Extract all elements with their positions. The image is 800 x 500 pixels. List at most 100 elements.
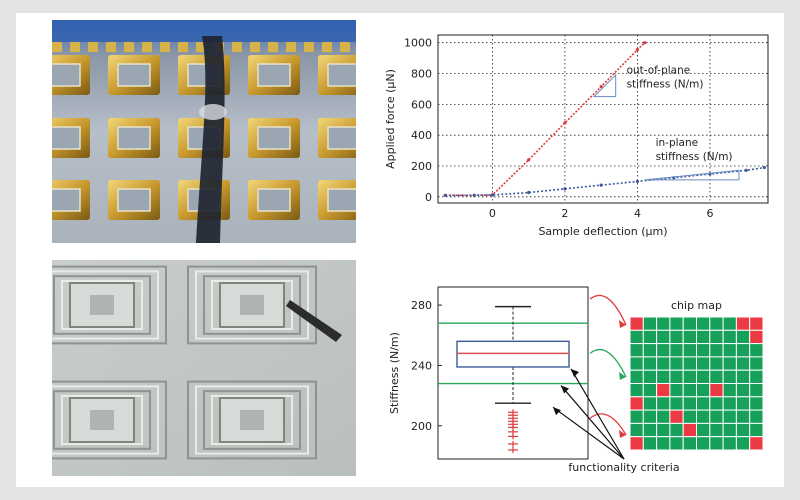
chip-cell-pass: [656, 316, 671, 331]
chip-cell-pass: [682, 356, 698, 371]
plot-frame: [437, 34, 769, 204]
chip-cell-pass: [749, 369, 764, 384]
mass-center: [90, 410, 114, 430]
chip-cell-pass: [629, 343, 644, 358]
spring-structures-image: [52, 260, 356, 476]
cantilever-window: [327, 126, 356, 150]
series-point-in-plane: [762, 165, 766, 170]
chip-cell-pass: [696, 356, 711, 371]
chip-cell-pass: [656, 422, 671, 438]
chip-cell-pass: [722, 343, 737, 358]
spring-trace: [53, 275, 151, 335]
spring-trace: [211, 395, 293, 445]
chip-cell-pass: [722, 356, 737, 371]
chip-cell-fail: [749, 329, 764, 345]
chip-cell-fail: [735, 316, 751, 331]
chip-cell-pass: [682, 436, 698, 451]
mass-center: [90, 295, 114, 315]
chip-cell-pass: [682, 343, 698, 358]
cantilever-array-image: [52, 20, 356, 243]
chip-cell-pass: [669, 422, 684, 438]
chip-cell-pass: [656, 329, 671, 345]
functionality-criteria-label: functionality criteria: [568, 461, 679, 474]
mass-center: [240, 410, 264, 430]
chip-cell-pass: [709, 396, 724, 411]
map-arrow-2: [589, 413, 627, 436]
y-tick-label: 600: [411, 98, 432, 111]
ann-oop-line-1: stiffness (N/m): [627, 79, 704, 91]
chip-cell-pass: [642, 396, 658, 411]
y-tick-label: 200: [411, 420, 432, 433]
y-axis-label: Applied force (µN): [384, 69, 397, 169]
ann-ip-line-1: stiffness (N/m): [656, 151, 733, 163]
chip-cell-pass: [629, 329, 644, 345]
chip-cell-pass: [709, 343, 724, 358]
spring-trace: [61, 395, 143, 445]
chip-cell-pass: [669, 436, 684, 451]
chip-cell-pass: [709, 316, 724, 331]
series-point-out-of-plane: [635, 48, 640, 52]
criteria-pointer-head-0: [571, 368, 579, 377]
chip-cell-pass: [709, 409, 724, 424]
chip-cell-pass: [669, 329, 684, 345]
map-arrow-head-0: [619, 320, 626, 328]
oop-slope-triangle: [592, 73, 617, 98]
series-point-in-plane: [527, 190, 531, 195]
chip-cell-fail: [749, 316, 764, 331]
chip-cell-pass: [709, 356, 724, 371]
map-arrow-0: [589, 294, 627, 326]
x-tick-label: 4: [634, 207, 641, 220]
x-tick-label: 6: [706, 207, 713, 220]
chip-cell-pass: [642, 383, 658, 398]
series-point-in-plane: [563, 187, 567, 191]
spring-trace: [52, 385, 159, 455]
chip-cell-pass: [749, 343, 764, 358]
spring-trace: [195, 270, 309, 340]
y-tick-label: 200: [411, 160, 432, 173]
x-tick-label: 0: [489, 207, 496, 220]
spring-trace: [53, 390, 151, 450]
spring-trace: [52, 270, 159, 340]
criteria-pointer-1: [560, 385, 625, 460]
chip-cell-pass: [642, 343, 658, 358]
chip-cell-fail: [629, 396, 644, 411]
cantilever-window: [117, 126, 151, 150]
chip-cell-pass: [696, 383, 711, 398]
chip-cell-pass: [749, 396, 764, 411]
chip-cell-pass: [735, 329, 751, 345]
chip-cell-fail: [669, 409, 684, 424]
spring-trace: [203, 390, 301, 450]
chip-cell-pass: [642, 356, 658, 371]
pad-tooth: [52, 42, 62, 52]
stiffness-axis-label: Stiffness (N/m): [388, 332, 401, 414]
chip-cell-pass: [656, 369, 671, 384]
series-line-in-plane: [445, 166, 765, 197]
series-point-out-of-plane: [643, 41, 647, 45]
chip-cell-pass: [749, 409, 764, 424]
map-arrow-head-2: [619, 430, 626, 438]
chip-cell-pass: [682, 329, 698, 345]
chip-cell-pass: [735, 343, 751, 358]
chip-cell-pass: [656, 343, 671, 358]
chip-cell-pass: [696, 343, 711, 358]
y-tick-label: 400: [411, 129, 432, 142]
chip-cell-pass: [722, 396, 737, 411]
chip-cell-pass: [735, 383, 751, 398]
chip-cell-pass: [629, 409, 644, 424]
cantilever-window: [52, 63, 81, 87]
cantilever-window: [257, 188, 291, 212]
criteria-pointer-head-2: [553, 407, 561, 416]
chip-cell-fail: [682, 422, 698, 438]
chip-cell-pass: [656, 356, 671, 371]
cantilever-window: [117, 63, 151, 87]
chip-cell-pass: [696, 329, 711, 345]
pad-tooth: [124, 42, 134, 52]
chip-cell-pass: [709, 422, 724, 438]
pad-tooth: [286, 42, 296, 52]
chip-cell-pass: [749, 356, 764, 371]
map-arrow-head-1: [619, 372, 626, 380]
cantilever-window: [117, 188, 151, 212]
chip-cell-pass: [642, 409, 658, 424]
cantilever-window: [52, 126, 81, 150]
